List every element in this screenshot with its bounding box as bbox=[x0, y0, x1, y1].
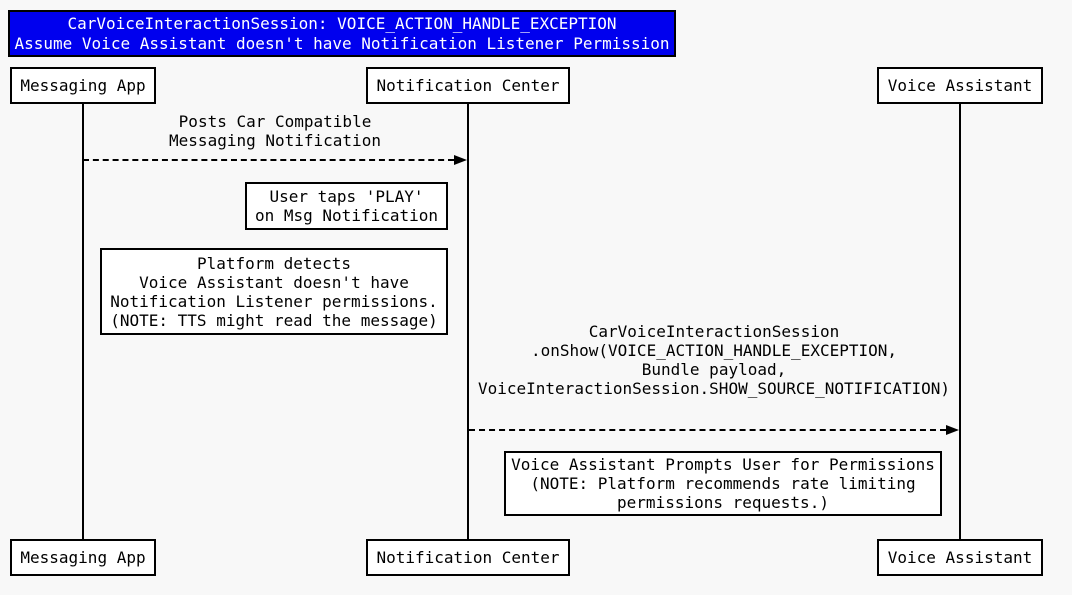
message-onshow-label: CarVoiceInteractionSession .onShow(VOICE… bbox=[468, 322, 960, 398]
note-line: (NOTE: TTS might read the message) bbox=[110, 310, 438, 330]
actor-label: Voice Assistant bbox=[887, 76, 1033, 95]
message-line: VoiceInteractionSession.SHOW_SOURCE_NOTI… bbox=[477, 379, 950, 398]
message-line: Messaging Notification bbox=[169, 131, 381, 150]
actor-messaging-app-top: Messaging App bbox=[10, 67, 156, 104]
lifeline-voice-assistant bbox=[959, 104, 961, 539]
note-line: Notification Listener permissions. bbox=[110, 291, 438, 311]
actor-label: Notification Center bbox=[376, 76, 560, 95]
lifeline-notification-center bbox=[467, 104, 469, 539]
note-platform-detects: Platform detects Voice Assistant doesn't… bbox=[100, 248, 448, 335]
note-line: (NOTE: Platform recommends rate limiting bbox=[530, 474, 916, 493]
actor-messaging-app-bottom: Messaging App bbox=[10, 539, 156, 576]
arrowhead-icon bbox=[454, 155, 467, 165]
dashed-arrow-messaging-to-notification bbox=[83, 159, 454, 161]
note-line: permissions requests.) bbox=[617, 493, 829, 512]
actor-label: Voice Assistant bbox=[887, 548, 1033, 567]
actor-label: Messaging App bbox=[20, 548, 146, 567]
arrowhead-icon bbox=[946, 425, 959, 435]
actor-voice-assistant-top: Voice Assistant bbox=[877, 67, 1043, 104]
actor-label: Notification Center bbox=[376, 548, 560, 567]
note-line: Platform detects bbox=[196, 253, 352, 273]
diagram-title: CarVoiceInteractionSession: VOICE_ACTION… bbox=[8, 10, 676, 57]
note-voice-assistant-prompts: Voice Assistant Prompts User for Permiss… bbox=[504, 451, 942, 516]
note-line: User taps 'PLAY' bbox=[269, 187, 424, 206]
dashed-arrow-notification-to-voice-assistant bbox=[469, 429, 946, 431]
note-line: Voice Assistant doesn't have bbox=[139, 272, 409, 292]
lifeline-messaging-app bbox=[82, 104, 84, 539]
diagram-title-line-2: Assume Voice Assistant doesn't have Noti… bbox=[14, 33, 670, 53]
actor-voice-assistant-bottom: Voice Assistant bbox=[877, 539, 1043, 576]
actor-label: Messaging App bbox=[20, 76, 146, 95]
message-line: Bundle payload, bbox=[641, 360, 787, 379]
message-line: Posts Car Compatible bbox=[178, 112, 372, 131]
message-line: .onShow(VOICE_ACTION_HANDLE_EXCEPTION, bbox=[530, 341, 898, 360]
note-line: Voice Assistant Prompts User for Permiss… bbox=[511, 455, 935, 474]
message-line: CarVoiceInteractionSession bbox=[588, 322, 840, 341]
actor-notification-center-bottom: Notification Center bbox=[366, 539, 570, 576]
actor-notification-center-top: Notification Center bbox=[366, 67, 570, 104]
note-user-taps-play: User taps 'PLAY' on Msg Notification bbox=[245, 182, 448, 230]
note-line: on Msg Notification bbox=[254, 206, 439, 225]
diagram-title-line-1: CarVoiceInteractionSession: VOICE_ACTION… bbox=[67, 13, 617, 33]
message-posts-notification-label: Posts Car Compatible Messaging Notificat… bbox=[82, 112, 468, 150]
